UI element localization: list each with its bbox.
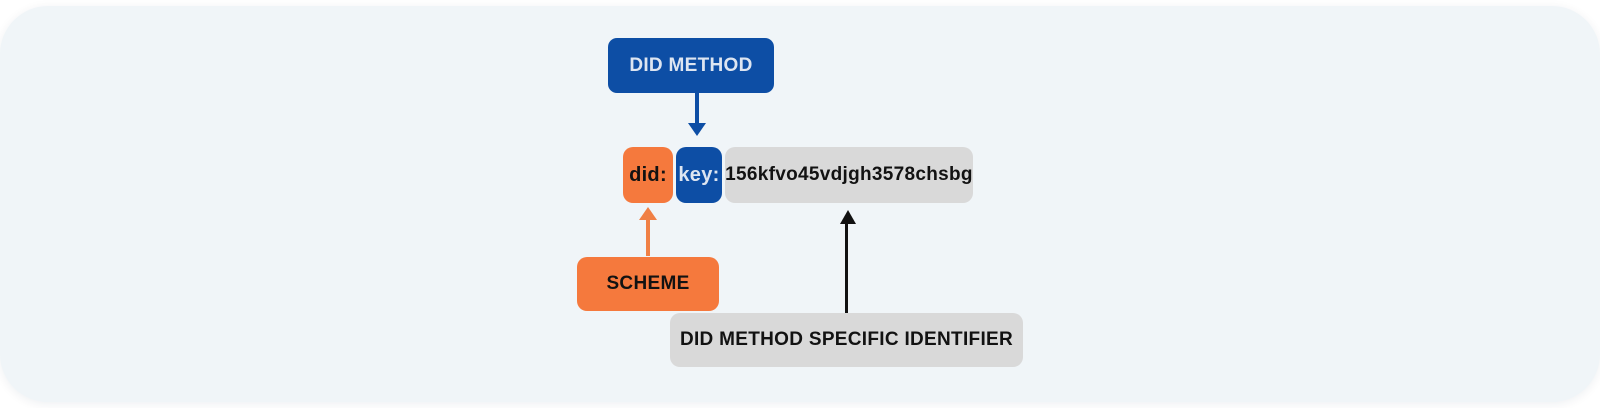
- did-identifier-segment: 156kfvo45vdjgh3578chsbg: [725, 147, 973, 203]
- did-method-label: DID METHOD: [629, 54, 753, 76]
- scheme-label: SCHEME: [606, 273, 690, 294]
- did-identifier-text: 156kfvo45vdjgh3578chsbg: [725, 164, 973, 185]
- arrow-up-icon: [840, 210, 856, 224]
- did-scheme-text: did:: [629, 163, 667, 186]
- method-specific-identifier-callout: DID METHOD SPECIFIC IDENTIFIER: [670, 313, 1023, 367]
- scheme-callout: SCHEME: [577, 257, 719, 311]
- method-specific-identifier-label: DID METHOD SPECIFIC IDENTIFIER: [679, 329, 1014, 350]
- did-method-text: key:: [678, 163, 720, 186]
- arrow-up-icon: [639, 207, 657, 220]
- did-method-segment: key:: [676, 147, 722, 203]
- did-method-callout: DID METHOD: [608, 38, 774, 93]
- did-method-arrow-line: [695, 93, 699, 124]
- did-scheme-segment: did:: [623, 147, 673, 203]
- identifier-arrow-line: [845, 223, 848, 313]
- scheme-arrow-line: [646, 219, 650, 256]
- arrow-down-icon: [688, 123, 706, 136]
